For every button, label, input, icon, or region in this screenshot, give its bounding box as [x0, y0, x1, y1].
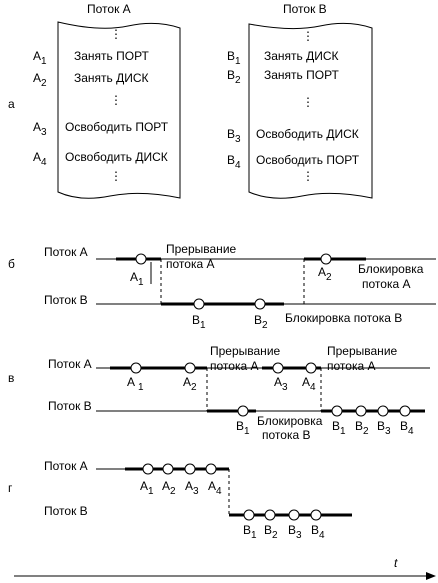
scroll-a-dots-bottom: ⋮ — [110, 169, 122, 183]
panel-label-v: в — [8, 371, 14, 385]
section-v-interrupt-a2-line2: потока A — [327, 359, 375, 373]
section-g-node-a2 — [162, 463, 174, 475]
section-g-label-a1: A1 — [140, 479, 154, 497]
section-v-label-b1-first: B1 — [236, 419, 250, 437]
panel-label-a: а — [8, 97, 15, 111]
section-b-block-a-line1: Блокировка — [358, 262, 424, 276]
section-v-node-a3 — [272, 362, 284, 374]
section-v-block-b-line1: Блокировка — [257, 414, 323, 428]
scroll-a-row-3-label: A3 — [33, 120, 47, 138]
scroll-b-dots-bottom: ⋮ — [302, 169, 314, 183]
scroll-a-title: Поток A — [87, 2, 131, 16]
section-v-thread-b-label: Поток B — [48, 399, 92, 413]
section-g-label-b3: B3 — [288, 523, 302, 541]
section-g-label-b1: B1 — [243, 523, 257, 541]
section-b-label-a2: A2 — [318, 265, 332, 283]
time-axis-arrowhead — [426, 572, 436, 580]
section-b-label-a1: A1 — [130, 270, 144, 288]
scroll-b-row-1-label: B1 — [227, 49, 241, 67]
scroll-b-row-2-label: B2 — [227, 68, 241, 86]
scroll-a-outline — [57, 21, 181, 199]
scroll-a-row-1-label: A1 — [33, 49, 47, 67]
section-g-node-b1 — [243, 509, 255, 521]
section-g-node-a3 — [184, 463, 196, 475]
section-v-label-a4: A4 — [302, 375, 316, 393]
panel-label-g: г — [8, 481, 13, 495]
section-g-label-b4: B4 — [311, 523, 325, 541]
section-b-block-b: Блокировка потока B — [285, 311, 402, 325]
scroll-b-row-3-text: Освободить ДИСК — [256, 127, 359, 141]
section-g-node-b2 — [264, 509, 276, 521]
section-v-interrupt-a-line2: потока A — [210, 359, 258, 373]
section-g-thread-a-label: Поток A — [44, 459, 88, 473]
section-v-node-b2 — [355, 405, 367, 417]
section-v-label-b3: B3 — [377, 419, 391, 437]
scroll-a-dots-top: ⋮ — [110, 27, 122, 41]
section-g-label-a2: A2 — [162, 479, 176, 497]
section-g-node-b4 — [310, 509, 322, 521]
timeline-section-b: б Поток A Поток B A1 B1 B2 A2 Прерывание… — [8, 242, 436, 331]
scroll-a-row-4-label: A4 — [33, 150, 47, 168]
section-v-label-b1-second: B1 — [332, 419, 346, 437]
section-g-label-b2: B2 — [264, 523, 278, 541]
section-b-node-a2 — [320, 253, 332, 265]
scroll-a-row-2-text: Занять ДИСК — [74, 71, 149, 85]
section-b-node-b1 — [193, 298, 205, 310]
section-b-thread-b-label: Поток B — [44, 293, 88, 307]
scroll-a-row-2-label: A2 — [33, 71, 47, 89]
section-v-label-b4: B4 — [400, 419, 414, 437]
section-v-node-a1 — [130, 362, 142, 374]
section-v-label-a3: A3 — [274, 375, 288, 393]
section-b-label-b2: B2 — [254, 313, 268, 331]
section-b-interrupt-a-line2: потока A — [166, 257, 214, 271]
scroll-a-row-4-text: Освободить ДИСК — [65, 150, 168, 164]
section-g-label-a4: A4 — [208, 479, 222, 497]
scroll-b-row-4-text: Освободить ПОРТ — [256, 153, 360, 167]
scroll-b-row-3-label: B3 — [227, 127, 241, 145]
section-b-node-b2 — [254, 298, 266, 310]
section-g-thread-b-label: Поток B — [44, 504, 88, 518]
scroll-b-row-2-text: Занять ПОРТ — [264, 68, 340, 82]
section-v-node-b4 — [399, 405, 411, 417]
scroll-thread-b: Поток B ⋮ ⋮ ⋮ B1 Занять ДИСК B2 Занять П… — [227, 2, 373, 199]
section-v-node-b3 — [377, 405, 389, 417]
section-v-node-a4 — [305, 362, 317, 374]
scroll-b-dots-top: ⋮ — [302, 29, 314, 43]
section-v-node-a2 — [184, 362, 196, 374]
section-b-interrupt-a-line1: Прерывание — [166, 242, 237, 256]
section-g-node-b3 — [288, 509, 300, 521]
scroll-a-dots-mid: ⋮ — [110, 93, 122, 107]
scroll-a-row-3-text: Освободить ПОРТ — [65, 120, 169, 134]
section-g-label-a3: A3 — [185, 479, 199, 497]
section-v-block-b-line2: потока B — [262, 428, 310, 442]
scroll-a-row-1-text: Занять ПОРТ — [74, 49, 150, 63]
section-b-node-a1 — [135, 253, 147, 265]
scroll-b-title: Поток B — [283, 2, 327, 16]
section-v-interrupt-a-line1: Прерывание — [210, 344, 281, 358]
section-v-label-b2: B2 — [355, 419, 369, 437]
section-b-label-b1: B1 — [192, 313, 206, 331]
section-b-thread-a-label: Поток A — [44, 245, 88, 259]
scroll-b-dots-mid: ⋮ — [302, 95, 314, 109]
section-v-label-a2: A2 — [183, 375, 197, 393]
scroll-b-outline — [248, 22, 373, 199]
section-v-interrupt-a2-line1: Прерывание — [327, 344, 398, 358]
panel-label-b: б — [8, 257, 15, 271]
scroll-thread-a: Поток A ⋮ ⋮ ⋮ A1 Занять ПОРТ A2 Занять Д… — [33, 2, 181, 199]
scroll-b-row-1-text: Занять ДИСК — [264, 49, 339, 63]
section-v-thread-a-label: Поток A — [48, 357, 92, 371]
timeline-section-g: г Поток A Поток B A1 A2 A3 A4 B1 B2 B3 B… — [8, 459, 352, 541]
section-g-node-a4 — [205, 463, 217, 475]
section-b-block-a-line2: потока A — [362, 277, 410, 291]
section-v-node-b1-first — [237, 405, 249, 417]
scroll-b-row-4-label: B4 — [227, 153, 241, 171]
section-v-node-b1-second — [331, 405, 343, 417]
time-axis-label: t — [394, 556, 398, 570]
time-axis: t — [14, 556, 436, 580]
section-g-node-a1 — [142, 463, 154, 475]
